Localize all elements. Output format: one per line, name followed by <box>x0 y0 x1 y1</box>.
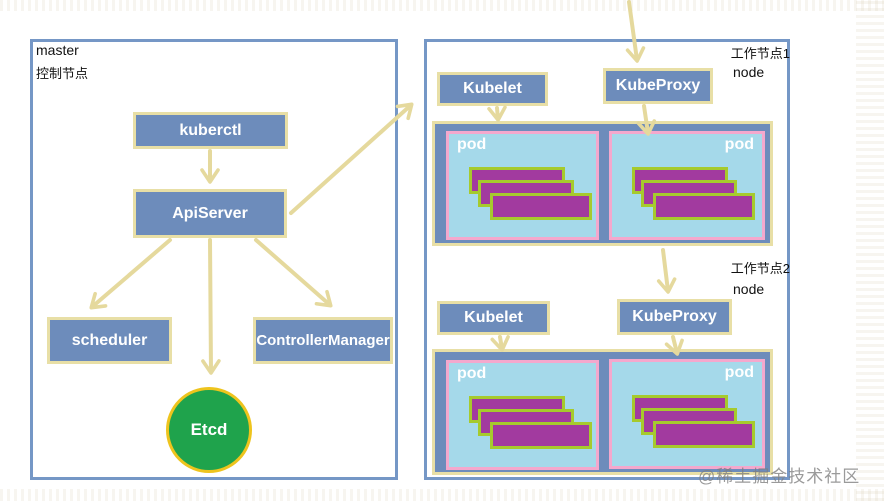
master-title: master <box>36 42 79 58</box>
worker2-subtitle: node <box>733 281 765 297</box>
apiserver-node: ApiServer <box>133 189 287 238</box>
pod-2b: pod <box>609 359 765 469</box>
kubeproxy-node-1: KubeProxy <box>603 68 713 104</box>
container-chip <box>653 193 755 220</box>
pod-1b: pod <box>609 131 765 240</box>
kubelet-node-1: Kubelet <box>437 72 548 106</box>
etcd-node: Etcd <box>166 387 252 473</box>
kubelet-node-2: Kubelet <box>437 301 550 335</box>
pod-container-2: pod pod <box>432 349 773 475</box>
pod-1a-label: pod <box>457 136 487 153</box>
watermark: @稀土掘金技术社区 <box>698 467 861 486</box>
pod-2b-label: pod <box>724 364 754 381</box>
container-chip <box>653 421 755 448</box>
scheduler-node: scheduler <box>47 317 172 364</box>
pod-1a: pod <box>446 131 599 240</box>
master-node-box <box>30 39 398 480</box>
pod-1b-label: pod <box>724 136 754 153</box>
pod-2a: pod <box>446 360 599 470</box>
worker1-subtitle: node <box>733 64 765 80</box>
pod-2a-label: pod <box>457 365 487 382</box>
container-chip <box>490 422 592 449</box>
container-chip <box>490 193 592 220</box>
pod-container-1: pod pod <box>432 121 773 246</box>
controller-manager-node: ControllerManager <box>253 317 393 364</box>
scan-texture-bottom <box>0 489 884 501</box>
scan-texture-right <box>856 0 884 501</box>
worker-nodes-box <box>424 39 790 480</box>
worker1-title: 工作节点1 <box>730 46 790 61</box>
master-subtitle: 控制节点 <box>36 66 89 81</box>
worker2-title: 工作节点2 <box>730 261 790 276</box>
scan-texture-top <box>0 0 884 11</box>
kuberctl-node: kuberctl <box>133 112 288 149</box>
kubeproxy-node-2: KubeProxy <box>617 299 732 335</box>
